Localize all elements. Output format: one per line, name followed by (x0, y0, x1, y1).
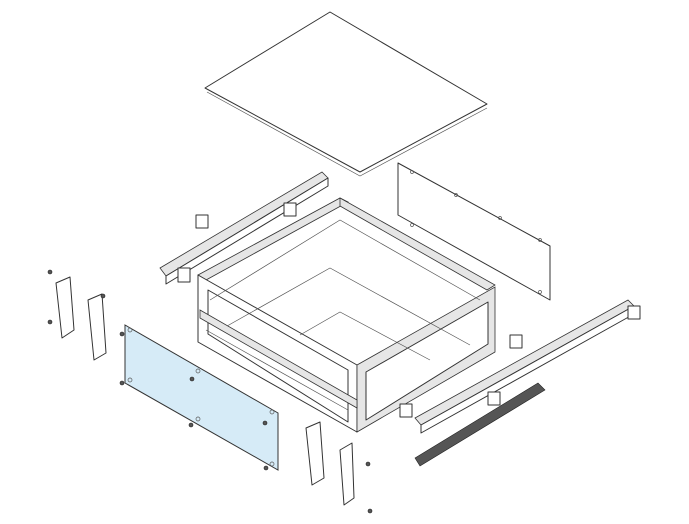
top-cover (204, 11, 488, 177)
rear-panel (397, 162, 551, 301)
left-front-bracket (47, 269, 107, 361)
vent-strip (414, 382, 546, 467)
rack-frame (197, 197, 496, 433)
front-panel (119, 324, 279, 471)
left-slide-rail (159, 171, 329, 285)
right-slide-rail (399, 299, 641, 434)
right-front-bracket (305, 421, 373, 514)
